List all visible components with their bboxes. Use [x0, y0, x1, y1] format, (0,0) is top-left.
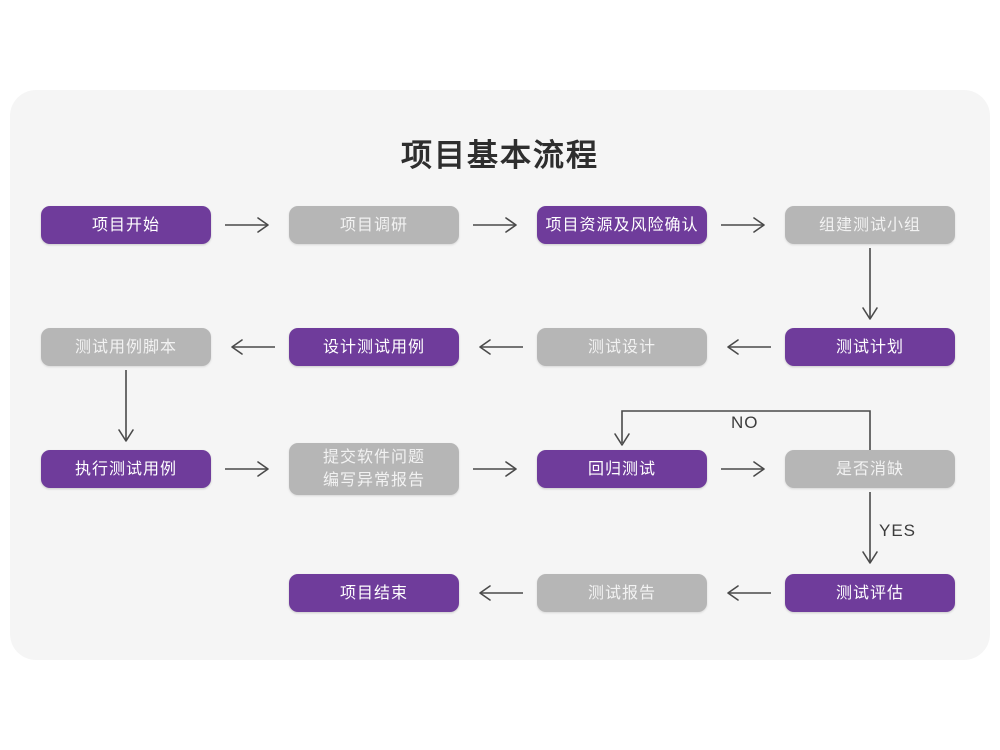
edge-label-yes: YES: [879, 521, 917, 540]
node-execute-test-case[interactable]: 执行测试用例: [41, 450, 211, 488]
node-project-research[interactable]: 项目调研: [289, 206, 459, 244]
edge-label-no: NO: [731, 413, 759, 432]
node-project-end[interactable]: 项目结束: [289, 574, 459, 612]
page-title: 项目基本流程: [401, 138, 599, 173]
flowchart-card: [10, 90, 990, 660]
node-build-test-team[interactable]: 组建测试小组: [785, 206, 955, 244]
node-project-start[interactable]: 项目开始: [41, 206, 211, 244]
node-submit-issue-write-report[interactable]: 提交软件问题 编写异常报告: [289, 443, 459, 495]
node-regression-test[interactable]: 回归测试: [537, 450, 707, 488]
node-test-report[interactable]: 测试报告: [537, 574, 707, 612]
node-test-plan[interactable]: 测试计划: [785, 328, 955, 366]
node-test-case-script[interactable]: 测试用例脚本: [41, 328, 211, 366]
node-test-design[interactable]: 测试设计: [537, 328, 707, 366]
node-design-test-case[interactable]: 设计测试用例: [289, 328, 459, 366]
node-resource-risk-confirm[interactable]: 项目资源及风险确认: [537, 206, 707, 244]
node-test-evaluation[interactable]: 测试评估: [785, 574, 955, 612]
node-defect-cleared-check[interactable]: 是否消缺: [785, 450, 955, 488]
